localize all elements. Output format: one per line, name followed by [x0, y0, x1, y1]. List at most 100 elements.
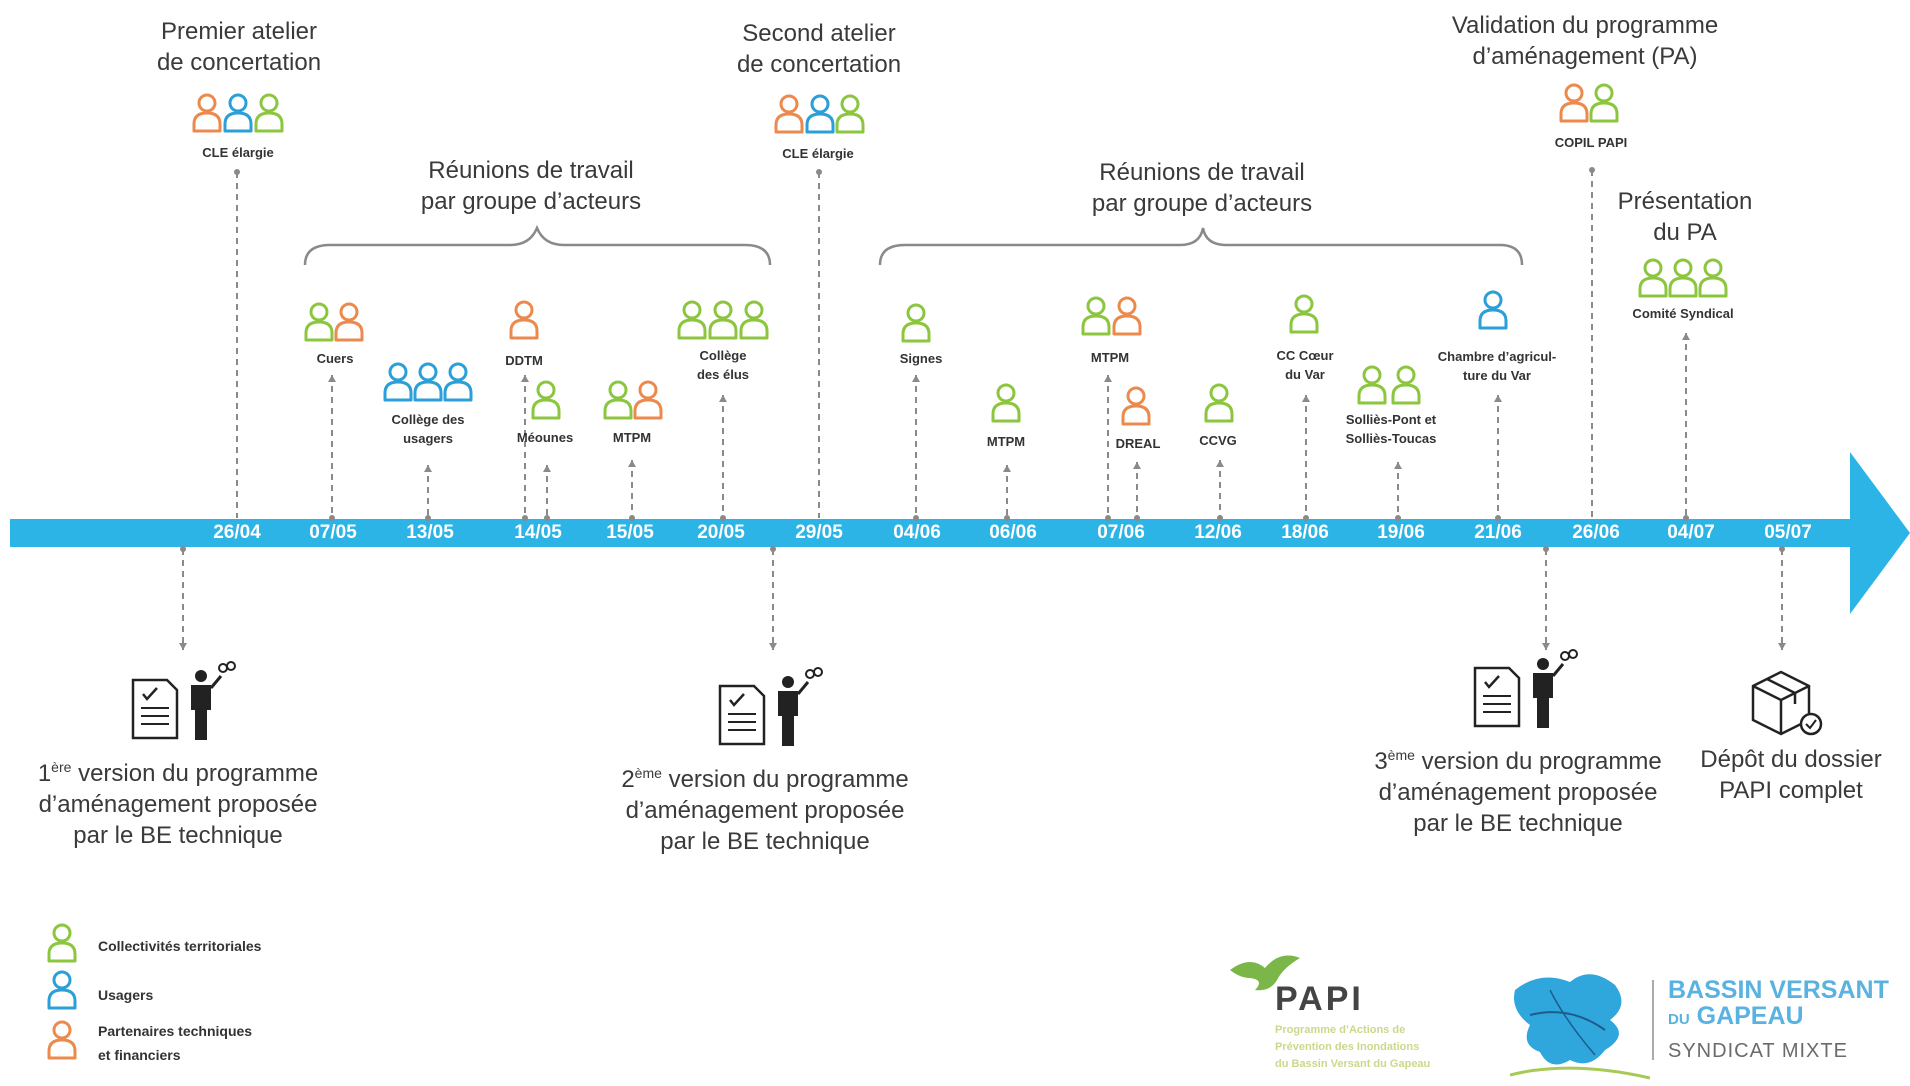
- connector-dot: [770, 546, 776, 552]
- person-icon: [1121, 386, 1151, 426]
- label-cle-elargie-1: CLE élargie: [202, 145, 274, 160]
- date-label: 26/06: [1572, 522, 1620, 543]
- date-label: 05/07: [1764, 522, 1812, 543]
- person-icon: [835, 94, 865, 134]
- connector-dot: [1134, 515, 1140, 521]
- version-3-text: 3ème version du programme d’aménagement …: [1374, 747, 1662, 837]
- connector-dot: [1683, 515, 1689, 521]
- package-icon: [1751, 670, 1823, 736]
- person-icon: [1204, 383, 1234, 423]
- person-icon: [805, 94, 835, 134]
- date-label: 07/06: [1097, 522, 1145, 543]
- person-icon: [1559, 83, 1589, 123]
- connector-arrowhead: [719, 395, 727, 402]
- connector-arrowhead: [1394, 462, 1402, 469]
- version-2-text: 2ème version du programme d’aménagement …: [621, 765, 909, 855]
- legend-usagers: Usagers: [98, 987, 154, 1003]
- date-label: 21/06: [1474, 522, 1522, 543]
- connector-dot: [913, 515, 919, 521]
- meeting-meounes: Méounes: [516, 430, 574, 445]
- connector-arrowhead: [521, 375, 529, 382]
- person-icon: [603, 380, 633, 420]
- connector-dot: [1589, 167, 1595, 173]
- date-label: 29/05: [795, 522, 843, 543]
- label-comite-syndical: Comité Syndical: [1632, 306, 1734, 321]
- papi-bird-icon: [1230, 955, 1300, 991]
- date-label: 26/04: [213, 522, 261, 543]
- connector-arrowhead: [424, 465, 432, 472]
- connector-dot: [544, 515, 550, 521]
- person-icon: [47, 1020, 77, 1060]
- connector-dot: [1495, 515, 1501, 521]
- connector-arrowhead: [1302, 395, 1310, 402]
- connector-dot: [1105, 515, 1111, 521]
- connector-arrowhead: [912, 375, 920, 382]
- version-3-icon: [1473, 649, 1578, 728]
- bv-line2: DU GAPEAU: [1668, 1002, 1804, 1030]
- person-icon: [531, 380, 561, 420]
- person-icon: [47, 923, 77, 963]
- date-label: 15/05: [606, 522, 654, 543]
- person-icon: [1638, 258, 1668, 298]
- person-icon: [47, 970, 77, 1010]
- bv-separator: [1652, 980, 1654, 1060]
- meeting-chambre-agriculture: Chambre d’agricul-ture du Var: [1437, 349, 1557, 383]
- person-icon: [774, 94, 804, 134]
- connector-dot: [816, 169, 822, 175]
- person-icon: [1081, 296, 1111, 336]
- connector-dot: [1004, 515, 1010, 521]
- person-icon: [1698, 258, 1728, 298]
- person-icon: [1357, 365, 1387, 405]
- version-1-text: 1ère version du programme d’aménagement …: [37, 759, 319, 849]
- connector-dot: [1543, 546, 1549, 552]
- person-icon: [1112, 296, 1142, 336]
- date-label: 13/05: [406, 522, 454, 543]
- connector-arrowhead: [1133, 462, 1141, 469]
- connector-arrowhead: [1542, 643, 1550, 650]
- person-icon: [509, 300, 539, 340]
- timeline-arrowhead: [1850, 452, 1910, 614]
- date-label: 18/06: [1281, 522, 1329, 543]
- date-label: 04/06: [893, 522, 941, 543]
- person-icon: [901, 303, 931, 343]
- bassin-versant-logo: BASSIN VERSANT DU GAPEAU SYNDICAT MIXTE: [1510, 960, 1910, 1086]
- connector-arrowhead: [1104, 375, 1112, 382]
- person-icon: [739, 300, 769, 340]
- connector-arrowhead: [1494, 395, 1502, 402]
- connector-dot: [425, 515, 431, 521]
- connector-dot: [234, 169, 240, 175]
- connector-arrowhead: [1682, 333, 1690, 340]
- label-copil: COPIL PAPI: [1554, 135, 1628, 150]
- person-icon: [443, 362, 473, 402]
- version-icons: [131, 649, 1823, 746]
- person-icon: [1589, 83, 1619, 123]
- meeting-ddtm: DDTM: [505, 353, 543, 368]
- bv-line3: SYNDICAT MIXTE: [1668, 1040, 1848, 1062]
- person-icon: [708, 300, 738, 340]
- connector-arrowhead: [1003, 465, 1011, 472]
- person-icon: [413, 362, 443, 402]
- connector-arrowhead: [1778, 643, 1786, 650]
- person-icon: [1289, 294, 1319, 334]
- person-icon: [677, 300, 707, 340]
- meeting-dreal: DREAL: [1115, 436, 1161, 451]
- connector-dot: [329, 515, 335, 521]
- connector-dot: [1217, 515, 1223, 521]
- meeting-mtpm-3: MTPM: [1090, 350, 1130, 365]
- connector-arrowhead: [628, 460, 636, 467]
- timeline-bar: [10, 519, 1855, 547]
- connector-arrowhead: [769, 643, 777, 650]
- date-label: 07/05: [309, 522, 357, 543]
- connector-arrowhead: [179, 643, 187, 650]
